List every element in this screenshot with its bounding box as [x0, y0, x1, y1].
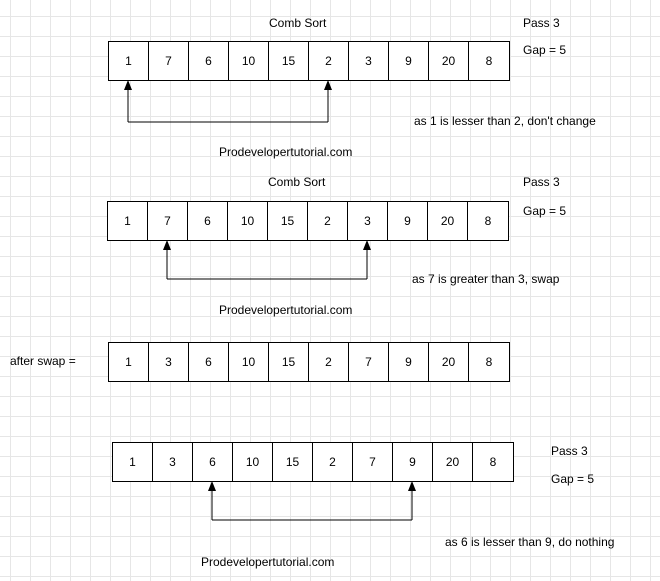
array-cell: 1 [113, 443, 153, 481]
array-cell: 1 [108, 202, 148, 240]
array-cell: 2 [309, 343, 349, 381]
array-cell: 8 [485, 355, 493, 369]
diagram1-watermark: Prodevelopertutorial.com [219, 145, 353, 159]
array-cell: 15 [269, 42, 309, 80]
array-cell: 8 [484, 214, 492, 228]
array-cell: 6 [188, 202, 228, 240]
diagram1-pass-label: Pass 3 [523, 16, 560, 30]
array-cell: 2 [309, 42, 349, 80]
array-cell: 15 [269, 343, 309, 381]
array-cell: 10 [228, 202, 268, 240]
diagram3-arrowhead-right [408, 481, 416, 491]
array-cell: 9 [389, 343, 429, 381]
array-cell: 2 [313, 443, 353, 481]
array-cell: 8 [485, 54, 493, 68]
array-cell: 6 [189, 343, 229, 381]
diagram2-watermark: Prodevelopertutorial.com [219, 303, 353, 317]
diagram3-note: as 6 is lesser than 9, do nothing [445, 535, 615, 549]
array-cell: 10 [229, 343, 269, 381]
array-cell: 9 [389, 42, 429, 80]
array-cell: 15 [268, 202, 308, 240]
diagram1-gap-label: Gap = 5 [523, 43, 567, 57]
array-cell: 6 [193, 443, 233, 481]
diagram3-gap-label: Gap = 5 [551, 472, 595, 486]
array-cell: 20 [433, 443, 473, 481]
diagram1-arrowhead-right [324, 80, 332, 90]
array-cell: 20 [429, 42, 469, 80]
array-cell: 8 [489, 455, 497, 469]
array-cell: 3 [149, 343, 189, 381]
array-cell: 2 [308, 202, 348, 240]
array-cell: 7 [349, 343, 389, 381]
diagram3-watermark: Prodevelopertutorial.com [201, 555, 335, 569]
diagram2-pass-label: Pass 3 [523, 175, 560, 189]
array-cell: 7 [353, 443, 393, 481]
array-cell: 3 [153, 443, 193, 481]
diagram2-arrowhead-right [363, 240, 371, 250]
array-cell: 20 [428, 202, 468, 240]
array-cell: 10 [233, 443, 273, 481]
diagram3-arrowhead-left [208, 481, 216, 491]
array-cell: 15 [273, 443, 313, 481]
diagram2-arrowhead-left [163, 240, 171, 250]
diagram1-note: as 1 is lesser than 2, don't change [414, 114, 596, 128]
diagram1-title: Comb Sort [269, 16, 327, 30]
array-cell: 1 [109, 343, 149, 381]
array-cell: 6 [189, 42, 229, 80]
array-cell: 3 [349, 42, 389, 80]
after-swap-label: after swap = [10, 354, 76, 368]
array-cell: 10 [229, 42, 269, 80]
array-cell: 7 [149, 42, 189, 80]
diagram3-pass-label: Pass 3 [551, 444, 588, 458]
array-cell: 7 [148, 202, 188, 240]
diagram2-title: Comb Sort [268, 175, 326, 189]
array-cell: 3 [348, 202, 388, 240]
array-cell: 20 [429, 343, 469, 381]
array-cell: 9 [393, 443, 433, 481]
diagram2-note: as 7 is greater than 3, swap [412, 272, 560, 286]
array-cell: 1 [109, 42, 149, 80]
array-cell: 9 [388, 202, 428, 240]
diagram1-arrowhead-left [124, 80, 132, 90]
diagram2-gap-label: Gap = 5 [523, 204, 567, 218]
